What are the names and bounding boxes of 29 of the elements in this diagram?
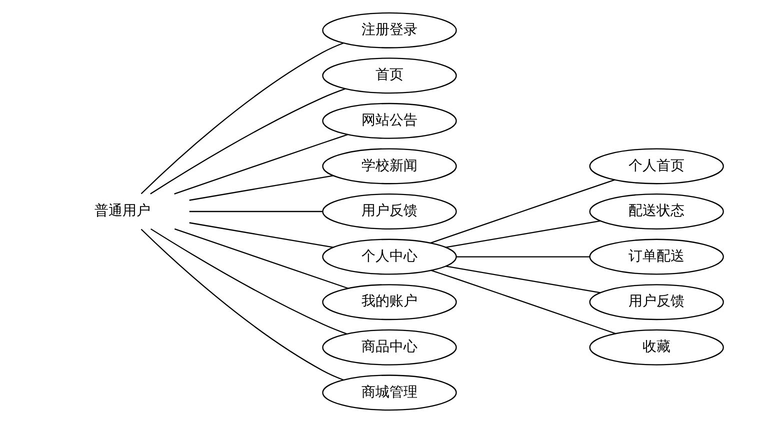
node-ellipse: 用户反馈 [588, 284, 724, 320]
node-text: 普通用户 [94, 203, 150, 220]
node-ellipse: 首页 [322, 58, 456, 94]
connector [188, 222, 333, 248]
node-ellipse: 用户反馈 [322, 194, 456, 230]
connector [445, 220, 600, 248]
connector [430, 179, 614, 244]
connector [140, 42, 344, 194]
node-ellipse: 配送状态 [588, 194, 724, 230]
connector [150, 228, 346, 334]
node-ellipse: 收藏 [588, 329, 724, 366]
connector [150, 88, 345, 194]
node-ellipse: 商品中心 [322, 329, 456, 366]
node-ellipse: 订单配送 [588, 238, 724, 275]
node-ellipse: 个人中心 [322, 238, 456, 275]
node-ellipse: 商城管理 [322, 374, 456, 411]
node-ellipse: 注册登录 [322, 12, 456, 48]
node-ellipse: 网站公告 [322, 102, 456, 139]
connector [140, 228, 344, 380]
connector [174, 134, 348, 194]
connector [188, 210, 322, 212]
node-ellipse: 个人首页 [588, 148, 724, 184]
connector [174, 228, 348, 289]
connector [430, 270, 616, 334]
node-ellipse: 学校新闻 [322, 148, 456, 184]
connector [445, 266, 600, 294]
connector [188, 175, 333, 201]
node-ellipse: 我的账户 [322, 284, 456, 320]
connector [456, 256, 589, 258]
